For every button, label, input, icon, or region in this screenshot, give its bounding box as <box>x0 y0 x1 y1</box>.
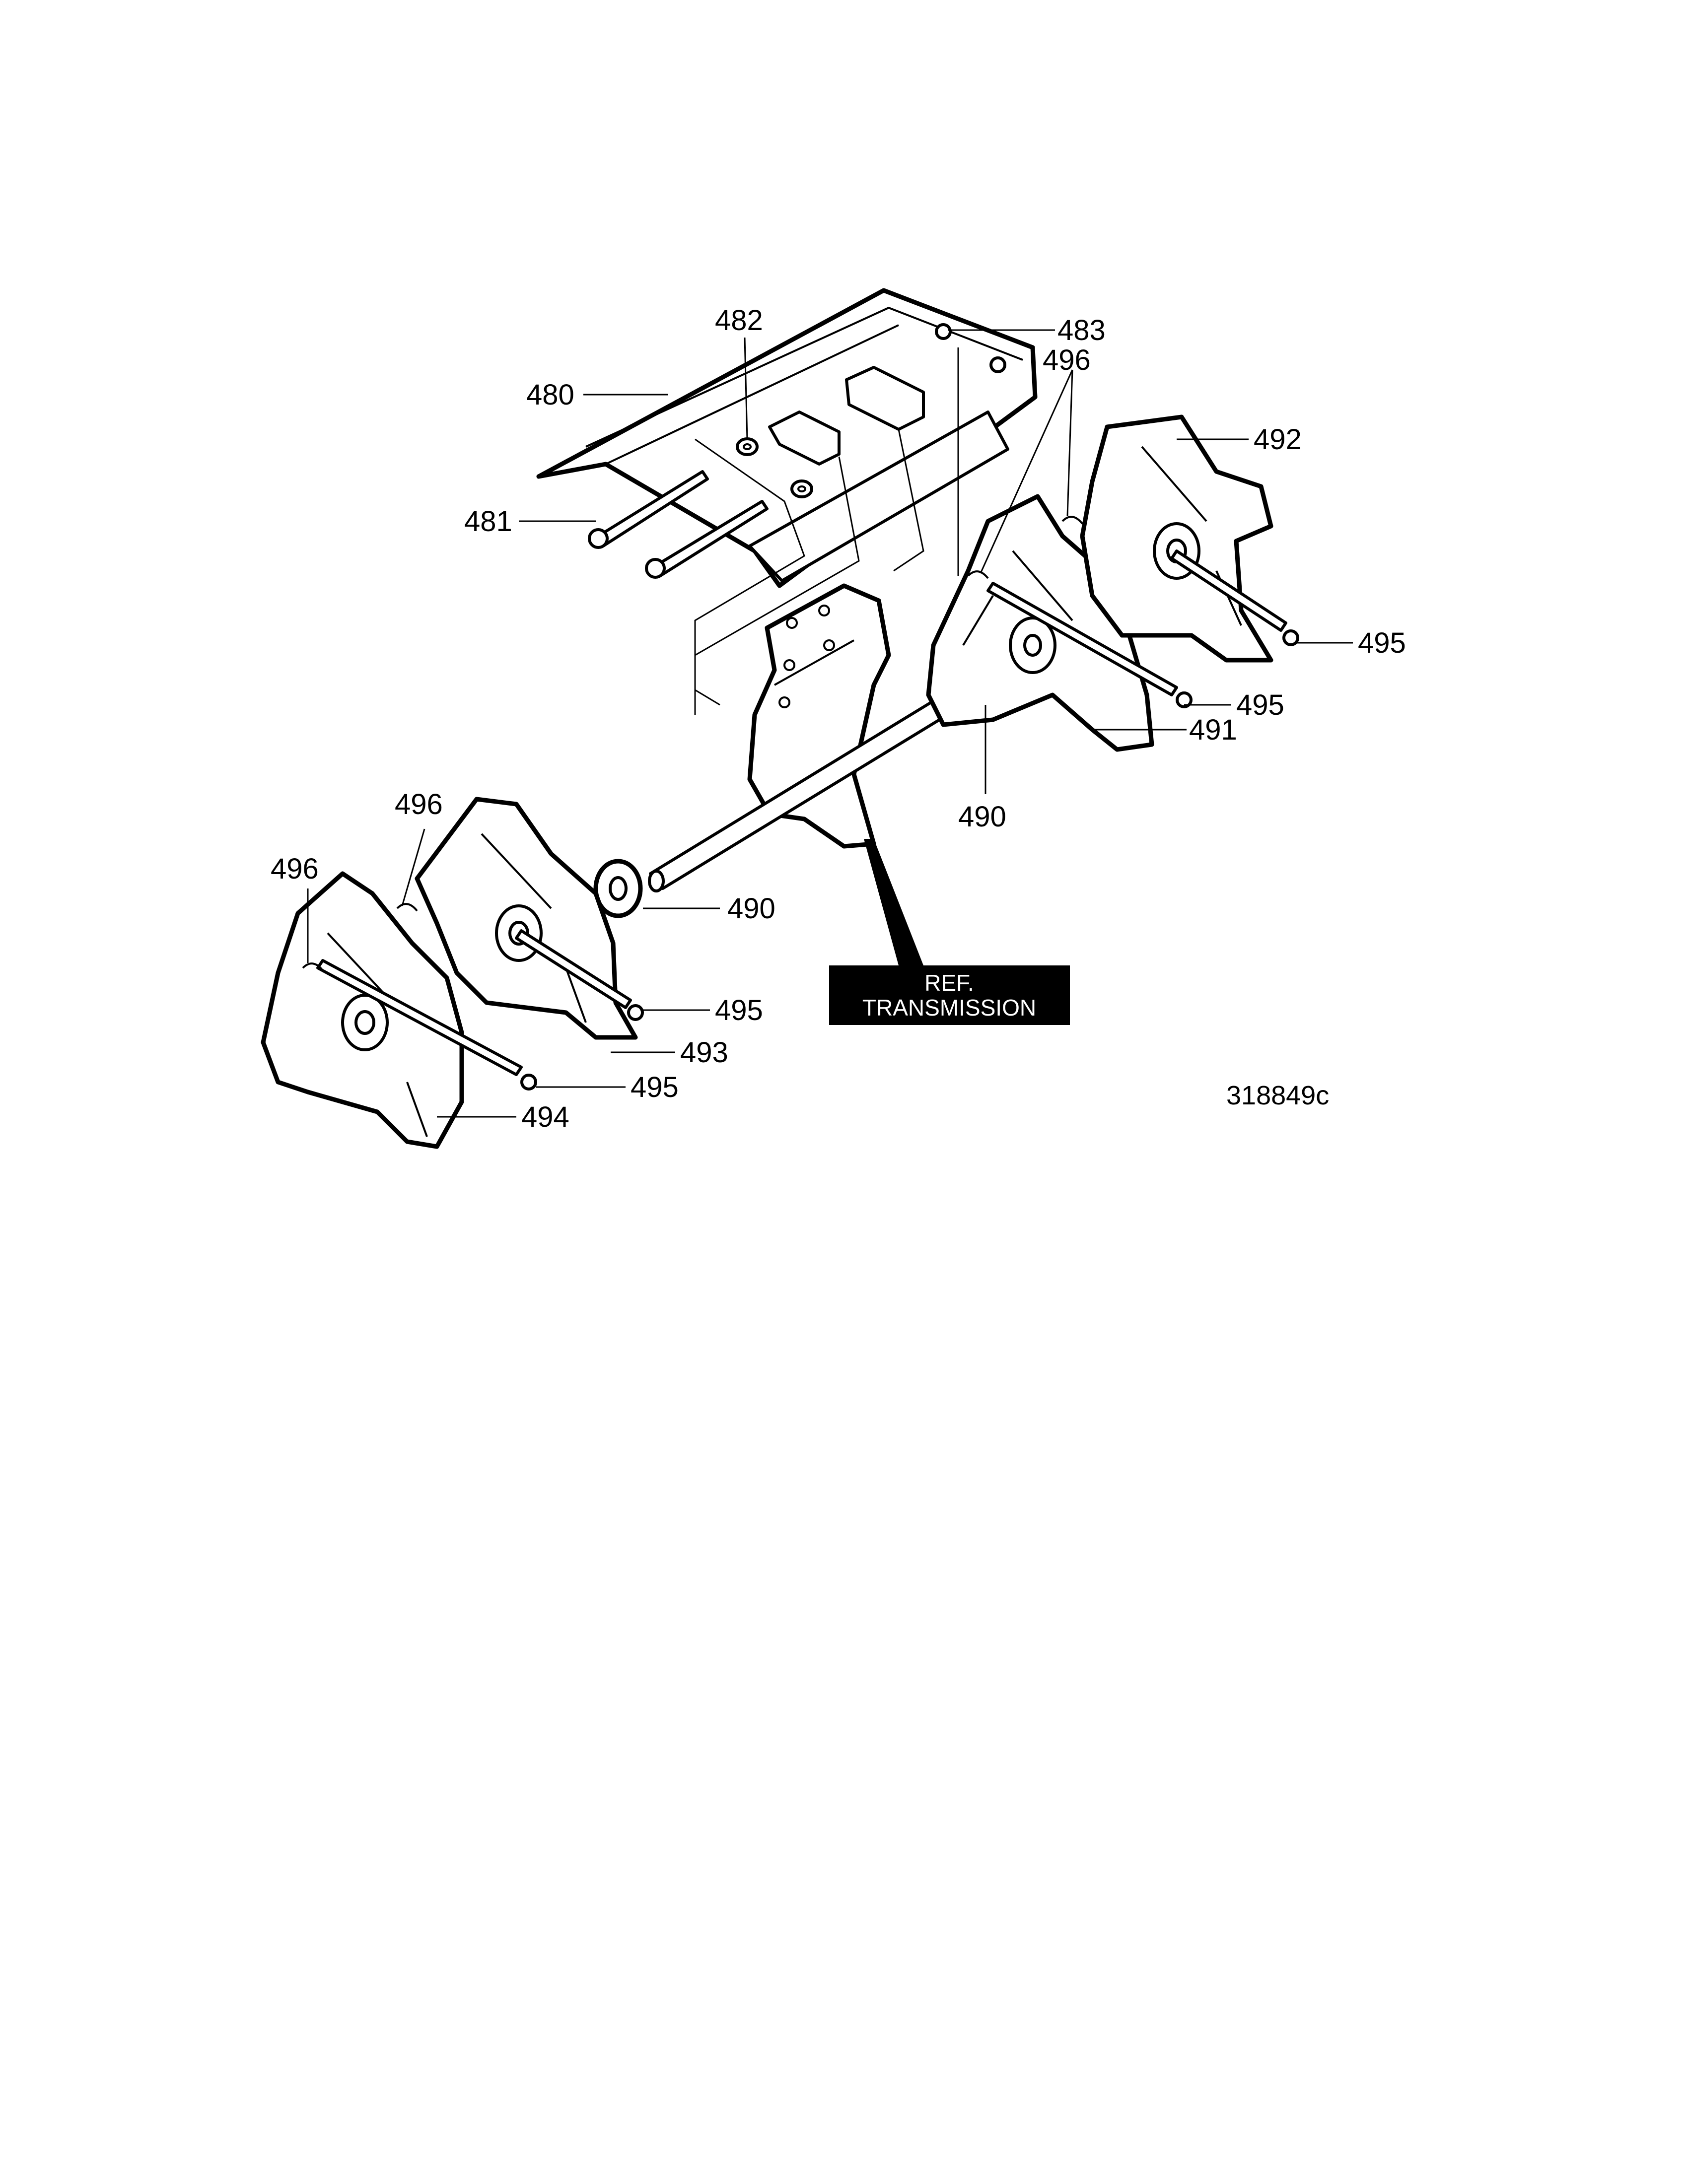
callout-480: 480 <box>526 379 574 411</box>
ref-transmission-pointer <box>864 839 923 965</box>
callout-496-left-lower: 496 <box>271 853 319 885</box>
left-tine-bolts <box>316 929 644 1091</box>
right-outer-tine <box>1080 414 1273 663</box>
left-outer-tine <box>261 871 464 1149</box>
callout-495-right-lower: 495 <box>1236 689 1284 721</box>
callout-492: 492 <box>1254 423 1302 456</box>
callout-labels: 480 481 482 483 496 492 495 495 491 490 … <box>271 304 1406 1133</box>
figure-number: 318849c <box>1226 1081 1329 1110</box>
callout-495-right-upper: 495 <box>1358 627 1406 659</box>
callout-496-left-upper: 496 <box>395 788 443 820</box>
transmission-housing <box>747 583 891 849</box>
callout-495-left-upper: 495 <box>715 994 763 1026</box>
assembly-guide-lines <box>694 347 959 715</box>
right-tine-bolts <box>986 549 1299 708</box>
right-hairpins <box>967 516 1083 579</box>
callout-483: 483 <box>1057 314 1106 346</box>
callout-490-center: 490 <box>958 801 1006 833</box>
flange-washer-left <box>593 859 643 918</box>
callout-490-left: 490 <box>727 892 775 925</box>
callout-481: 481 <box>464 505 512 538</box>
ref-label-line1: REF. <box>924 970 974 996</box>
callout-495-left-lower: 495 <box>631 1071 679 1103</box>
callout-482: 482 <box>715 304 763 337</box>
ref-label-line2: TRANSMISSION <box>862 995 1036 1021</box>
callout-494: 494 <box>521 1101 569 1133</box>
callout-491: 491 <box>1189 714 1237 746</box>
callout-493: 493 <box>680 1036 728 1069</box>
left-hairpins <box>302 903 418 971</box>
leader-lines <box>307 329 1353 1118</box>
shield-bolts <box>588 470 769 579</box>
right-inner-tine <box>926 494 1154 752</box>
callout-496-top: 496 <box>1043 344 1091 376</box>
ref-transmission-box: REF. TRANSMISSION <box>829 965 1070 1025</box>
shield-brackets <box>768 366 925 466</box>
